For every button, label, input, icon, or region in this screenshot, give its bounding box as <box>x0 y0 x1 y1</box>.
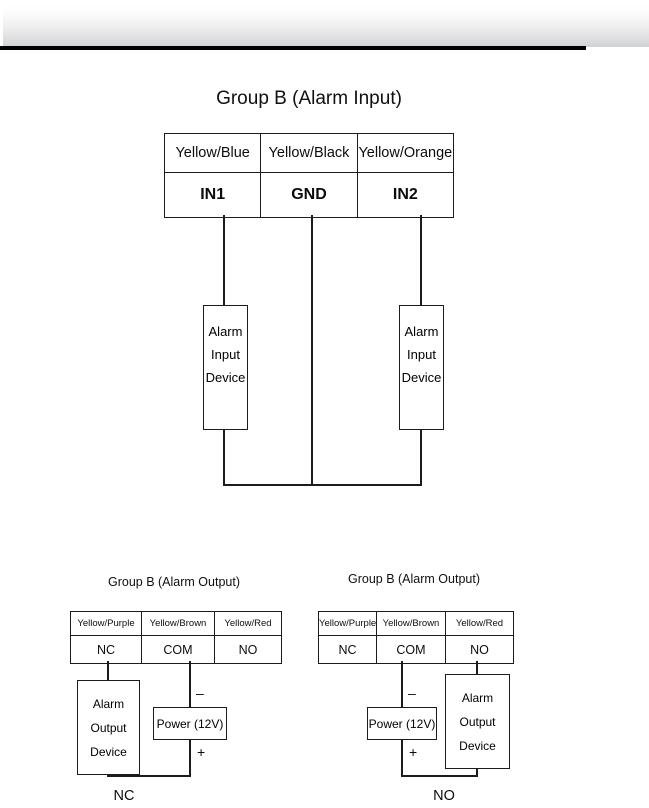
cell-terminal-com: COM <box>376 635 446 664</box>
power-nc-label: Power (12V) <box>156 716 224 731</box>
cell-wire-in2: Yellow/Orange <box>356 133 455 173</box>
device-right-line1: Alarm <box>404 324 439 339</box>
polarity-positive-nc: + <box>197 744 206 760</box>
cell-wire-com: Yellow/Brown <box>141 611 215 636</box>
polarity-positive-no: + <box>409 744 418 760</box>
cell-terminal-in1: IN1 <box>163 172 262 218</box>
device-left-line3: Device <box>205 370 246 385</box>
cell-wire-in1: Yellow/Blue <box>163 133 262 173</box>
alarm-input-device-left: Alarm Input Device <box>203 305 248 430</box>
cell-terminal-com: COM <box>141 635 215 664</box>
device-no-line3: Device <box>459 738 496 753</box>
cell-terminal-in2: IN2 <box>356 172 455 218</box>
cell-terminal-gnd: GND <box>260 172 358 218</box>
cell-terminal-no: NO <box>214 635 282 664</box>
alarm-output-nc-title: Group B (Alarm Output) <box>108 575 240 589</box>
alarm-output-device-no: Alarm Output Device <box>445 674 510 769</box>
cell-terminal-no: NO <box>445 635 514 664</box>
alarm-input-terminal-table: Yellow/Blue Yellow/Black Yellow/Orange I… <box>163 133 455 218</box>
table-row-terminals: IN1 GND IN2 <box>163 172 455 218</box>
device-right-line2: Input <box>407 347 436 362</box>
device-right-line3: Device <box>401 370 442 385</box>
power-no-label: Power (12V) <box>368 716 436 731</box>
device-left-line2: Input <box>211 347 240 362</box>
device-nc-line1: Alarm <box>92 696 125 711</box>
alarm-input-title: Group B (Alarm Input) <box>216 88 402 109</box>
cell-wire-nc: Yellow/Purple <box>318 611 377 636</box>
device-nc-line3: Device <box>90 744 127 759</box>
polarity-negative-nc: – <box>196 685 204 701</box>
device-no-line1: Alarm <box>461 690 494 705</box>
power-supply-nc: Power (12V) <box>153 707 227 740</box>
power-supply-no: Power (12V) <box>367 707 437 740</box>
table-row-wire-colors: Yellow/Blue Yellow/Black Yellow/Orange <box>163 133 455 173</box>
cell-terminal-nc: NC <box>70 635 142 664</box>
page-header-band <box>3 4 649 47</box>
device-no-line2: Output <box>459 714 496 729</box>
alarm-input-device-right: Alarm Input Device <box>399 305 444 430</box>
polarity-negative-no: – <box>408 685 416 701</box>
caption-nc: NC <box>113 788 135 804</box>
cell-wire-no: Yellow/Red <box>445 611 514 636</box>
device-nc-line2: Output <box>90 720 127 735</box>
alarm-output-nc-terminal-table: Yellow/Purple Yellow/Brown Yellow/Red NC… <box>70 611 282 664</box>
device-left-line1: Alarm <box>208 324 243 339</box>
table-row-wire-colors: Yellow/Purple Yellow/Brown Yellow/Red <box>318 611 514 636</box>
table-row-terminals: NC COM NO <box>318 635 514 664</box>
page-header-rule <box>0 46 586 50</box>
caption-no: NO <box>433 788 455 804</box>
table-row-terminals: NC COM NO <box>70 635 282 664</box>
alarm-output-no-title: Group B (Alarm Output) <box>348 572 480 586</box>
alarm-output-device-nc: Alarm Output Device <box>77 680 140 775</box>
alarm-output-no-terminal-table: Yellow/Purple Yellow/Brown Yellow/Red NC… <box>318 611 514 664</box>
cell-wire-nc: Yellow/Purple <box>70 611 142 636</box>
